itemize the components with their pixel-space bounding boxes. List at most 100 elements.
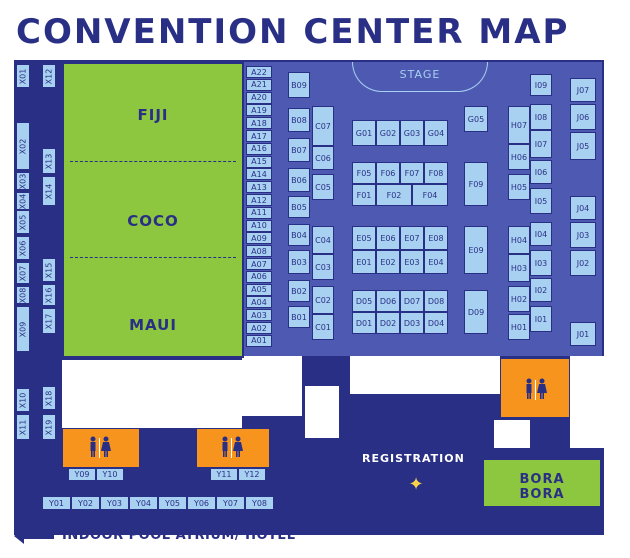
booth-d04[interactable]: D04 xyxy=(424,312,448,334)
booth-a02[interactable]: A02 xyxy=(246,322,272,334)
booth-h05[interactable]: H05 xyxy=(508,174,530,200)
booth-a16[interactable]: A16 xyxy=(246,142,272,155)
booth-g02[interactable]: G02 xyxy=(376,120,400,146)
booth-x18[interactable]: X18 xyxy=(42,386,56,410)
booth-g04[interactable]: G04 xyxy=(424,120,448,146)
booth-i03[interactable]: I03 xyxy=(530,250,552,276)
booth-j06[interactable]: J06 xyxy=(570,104,596,130)
booth-i06[interactable]: I06 xyxy=(530,160,552,184)
booth-e01[interactable]: E01 xyxy=(352,250,376,274)
booth-j04[interactable]: J04 xyxy=(570,196,596,220)
booth-x01[interactable]: X01 xyxy=(16,64,30,88)
booth-c04[interactable]: C04 xyxy=(312,226,334,254)
booth-b02[interactable]: B02 xyxy=(288,280,310,302)
booth-b03[interactable]: B03 xyxy=(288,250,310,274)
booth-f07[interactable]: F07 xyxy=(400,162,424,184)
booth-a04[interactable]: A04 xyxy=(246,296,272,309)
booth-y03[interactable]: Y03 xyxy=(100,496,129,510)
booth-c05[interactable]: C05 xyxy=(312,174,334,200)
booth-y11[interactable]: Y11 xyxy=(210,468,238,481)
booth-a15[interactable]: A15 xyxy=(246,155,272,168)
exit-label[interactable]: INDOOR POOL ATRIUM/ HOTEL xyxy=(62,528,296,543)
booth-y07[interactable]: Y07 xyxy=(216,496,245,510)
booth-i08[interactable]: I08 xyxy=(530,104,552,130)
booth-x02[interactable]: X02 xyxy=(16,122,30,170)
booth-c02[interactable]: C02 xyxy=(312,286,334,314)
booth-x16[interactable]: X16 xyxy=(42,284,56,306)
booth-e04[interactable]: E04 xyxy=(424,250,448,274)
booth-x08[interactable]: X08 xyxy=(16,286,30,304)
booth-c03[interactable]: C03 xyxy=(312,254,334,280)
booth-h02[interactable]: H02 xyxy=(508,286,530,312)
booth-y04[interactable]: Y04 xyxy=(129,496,158,510)
hall-fiji-coco-maui[interactable]: FIJI COCO MAUI xyxy=(62,62,244,358)
booth-x11[interactable]: X11 xyxy=(16,414,30,440)
booth-g03[interactable]: G03 xyxy=(400,120,424,146)
booth-a08[interactable]: A08 xyxy=(246,245,272,258)
booth-i09[interactable]: I09 xyxy=(530,74,552,96)
booth-i02[interactable]: I02 xyxy=(530,278,552,302)
booth-a20[interactable]: A20 xyxy=(246,91,272,104)
booth-x19[interactable]: X19 xyxy=(42,414,56,440)
booth-e03[interactable]: E03 xyxy=(400,250,424,274)
booth-d01[interactable]: D01 xyxy=(352,312,376,334)
booth-d05[interactable]: D05 xyxy=(352,290,376,312)
booth-e02[interactable]: E02 xyxy=(376,250,400,274)
booth-g01[interactable]: G01 xyxy=(352,120,376,146)
booth-y10[interactable]: Y10 xyxy=(96,468,124,481)
booth-d07[interactable]: D07 xyxy=(400,290,424,312)
booth-e09[interactable]: E09 xyxy=(464,226,488,274)
booth-a14[interactable]: A14 xyxy=(246,168,272,181)
booth-i01[interactable]: I01 xyxy=(530,306,552,332)
booth-y12[interactable]: Y12 xyxy=(238,468,266,481)
booth-d06[interactable]: D06 xyxy=(376,290,400,312)
hall-bora-bora[interactable]: BORA BORA xyxy=(482,458,602,508)
booth-x17[interactable]: X17 xyxy=(42,308,56,334)
booth-d03[interactable]: D03 xyxy=(400,312,424,334)
booth-a12[interactable]: A12 xyxy=(246,194,272,206)
stage[interactable]: STAGE xyxy=(352,62,488,92)
booth-j05[interactable]: J05 xyxy=(570,132,596,160)
restroom-left[interactable] xyxy=(62,428,140,468)
booth-h03[interactable]: H03 xyxy=(508,254,530,282)
booth-x05[interactable]: X05 xyxy=(16,210,30,234)
booth-a06[interactable]: A06 xyxy=(246,270,272,283)
booth-b09[interactable]: B09 xyxy=(288,72,310,98)
restroom-center[interactable] xyxy=(196,428,270,468)
booth-y06[interactable]: Y06 xyxy=(187,496,216,510)
booth-y08[interactable]: Y08 xyxy=(245,496,274,510)
booth-h07[interactable]: H07 xyxy=(508,106,530,144)
booth-b04[interactable]: B04 xyxy=(288,224,310,246)
booth-h04[interactable]: H04 xyxy=(508,226,530,254)
booth-y09[interactable]: Y09 xyxy=(68,468,96,481)
booth-f02[interactable]: F02 xyxy=(376,184,412,206)
booth-d02[interactable]: D02 xyxy=(376,312,400,334)
booth-h06[interactable]: H06 xyxy=(508,144,530,170)
booth-b01[interactable]: B01 xyxy=(288,306,310,328)
booth-f06[interactable]: F06 xyxy=(376,162,400,184)
booth-a13[interactable]: A13 xyxy=(246,181,272,194)
booth-x07[interactable]: X07 xyxy=(16,262,30,284)
booth-i05[interactable]: I05 xyxy=(530,188,552,214)
booth-c07[interactable]: C07 xyxy=(312,106,334,146)
booth-a01[interactable]: A01 xyxy=(246,334,272,347)
booth-c06[interactable]: C06 xyxy=(312,146,334,170)
booth-x10[interactable]: X10 xyxy=(16,388,30,412)
booth-i04[interactable]: I04 xyxy=(530,222,552,246)
booth-x09[interactable]: X09 xyxy=(16,306,30,352)
booth-a09[interactable]: A09 xyxy=(246,232,272,245)
booth-f08[interactable]: F08 xyxy=(424,162,448,184)
booth-x15[interactable]: X15 xyxy=(42,258,56,282)
booth-c01[interactable]: C01 xyxy=(312,314,334,340)
booth-j07[interactable]: J07 xyxy=(570,78,596,102)
booth-e07[interactable]: E07 xyxy=(400,226,424,250)
booth-a18[interactable]: A18 xyxy=(246,117,272,130)
booth-a17[interactable]: A17 xyxy=(246,130,272,142)
booth-a07[interactable]: A07 xyxy=(246,258,272,270)
booth-f09[interactable]: F09 xyxy=(464,162,488,206)
booth-x04[interactable]: X04 xyxy=(16,192,30,210)
booth-g05[interactable]: G05 xyxy=(464,106,488,132)
booth-x06[interactable]: X06 xyxy=(16,236,30,260)
booth-y01[interactable]: Y01 xyxy=(42,496,71,510)
booth-f04[interactable]: F04 xyxy=(412,184,448,206)
